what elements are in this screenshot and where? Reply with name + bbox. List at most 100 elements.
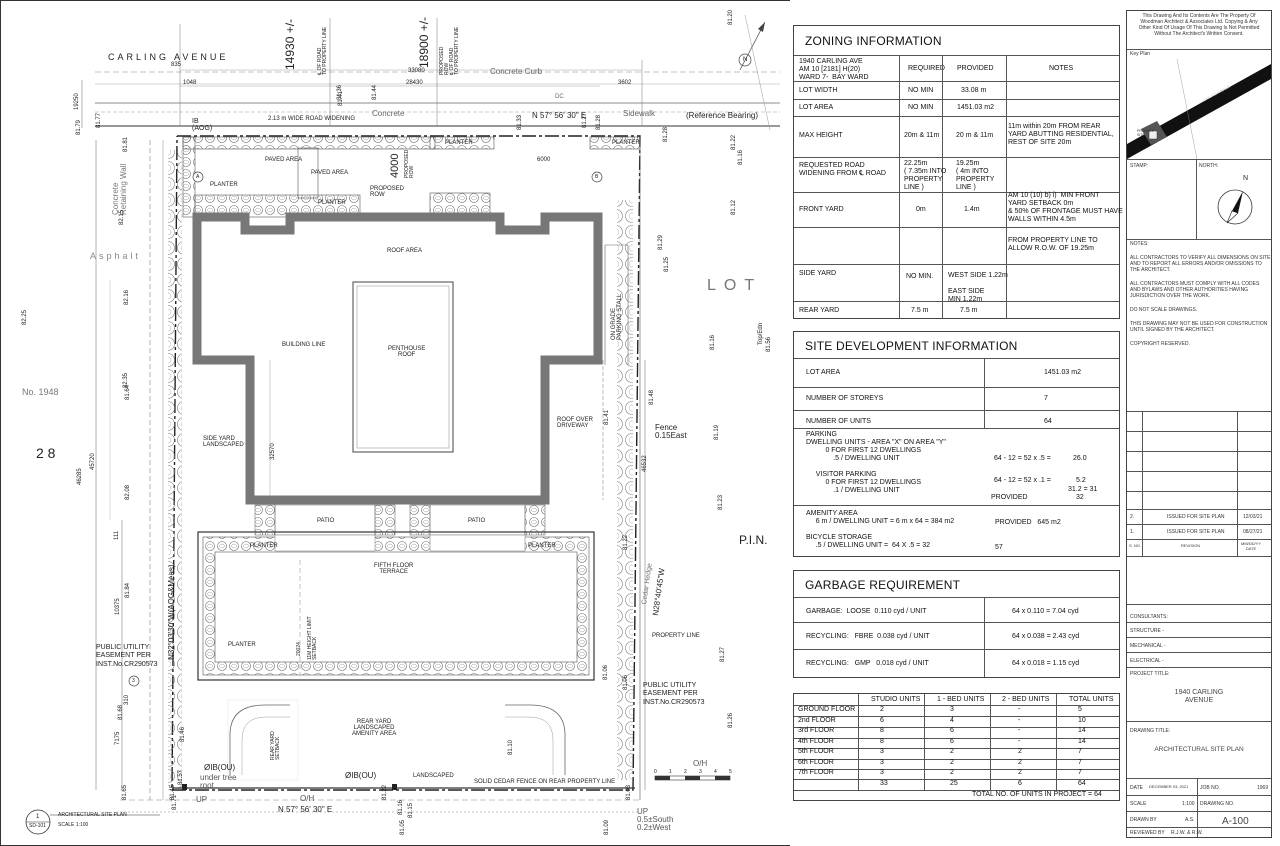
key-plan-label: Key Plan — [1130, 51, 1151, 57]
units-row-value: 2 — [1018, 758, 1022, 766]
elev-marker: 81.29 — [658, 234, 664, 250]
elev-marker: 81.79 — [76, 119, 82, 135]
revision-no: 2. — [1130, 514, 1135, 520]
dim-310: 310 — [124, 694, 130, 705]
elev-marker: 81.09 — [604, 819, 610, 835]
site-dev-units-label: NUMBER OF UNITS — [806, 418, 871, 425]
site-development-table: SITE DEVELOPMENT INFORMATION LOT AREA 14… — [793, 331, 1120, 557]
elev-marker: 81.25 — [664, 256, 670, 272]
garbage-row-label: RECYCLING: GMP 0.018 cyd / UNIT — [806, 660, 929, 667]
units-row-floor: 3rd FLOOR — [798, 727, 835, 734]
site-dev-parking-provided: 32 — [1076, 494, 1084, 501]
units-row-value: 3 — [880, 748, 884, 755]
units-row-floor: 6th FLOOR — [798, 758, 834, 766]
site-dev-bicycle-label: BICYCLE STORAGE .5 / DWELLING UNIT = 64 … — [806, 534, 930, 550]
no-1948-label: No. 1948 — [22, 387, 59, 397]
patio-left: PATIO — [317, 518, 335, 524]
rev-header-revision: REVISION — [1181, 543, 1201, 548]
units-row-value: 4 — [950, 716, 954, 724]
reference-bearing: (Reference Bearing) — [686, 111, 759, 120]
garbage-row-calc: 64 x 0.018 = 1.15 cyd — [1012, 660, 1080, 667]
garbage-row-calc: 64 x 0.110 = 7.04 cyd — [1012, 608, 1079, 615]
dim-4000: 4000 — [389, 153, 401, 178]
elev-marker: 81.19 — [714, 424, 720, 440]
elev-marker: 82.15 — [119, 209, 125, 225]
elev-marker: 81.28 — [663, 126, 669, 142]
elev-marker: 81.27 — [720, 646, 726, 662]
date-label: DATE — [1130, 785, 1143, 791]
garbage-row-calc: 64 x 0.038 = 2.43 cyd — [1012, 633, 1080, 640]
elev-marker: 81.41 — [604, 409, 610, 425]
elev-marker: 81.46 — [180, 726, 186, 742]
key-plan-map — [1127, 59, 1271, 159]
zoning-row-required: 22.25m ( 7.35m INTO PROPERTY LINE ) — [904, 160, 947, 192]
units-row-value: 8 — [880, 727, 884, 734]
elev-marker: 81.23 — [718, 494, 724, 510]
site-dev-lot-area-value: 1451.03 m2 — [1044, 369, 1081, 376]
revision-date: 12/03/21 — [1243, 514, 1263, 520]
planter-terrace-2: PLANTER — [528, 543, 556, 549]
dim-32570: 32570 — [270, 443, 276, 460]
electrical-label: ELECTRICAL - — [1130, 658, 1164, 664]
units-row-value: 3 — [880, 769, 884, 776]
elev-marker: 81.05 — [400, 819, 406, 835]
rear-yard-setback: REAR YARD SETBACK — [270, 731, 281, 760]
retaining-wall: Concrete Retaining Wall — [111, 163, 128, 215]
drawn-by-label: DRAWN BY — [1130, 817, 1157, 823]
rev-header-date: MM/DD/YY DATE — [1241, 541, 1261, 551]
reviewed-by-value: R.J.W. & R.W. — [1171, 830, 1203, 836]
planter-front-1: PLANTER — [445, 140, 473, 146]
elev-marker: 81.71 — [172, 794, 178, 810]
up-south: UP 0.5±South 0.2±West — [637, 807, 674, 832]
drawing-number: A-100 — [1222, 816, 1249, 827]
units-row-value: 10 — [1078, 716, 1086, 724]
units-row-value: 2 — [950, 758, 954, 766]
dim-45720: 45720 — [90, 453, 96, 470]
units-row-value: 33 — [880, 779, 888, 787]
units-row-value: 7 — [1078, 748, 1082, 755]
units-row-floor: GROUND FLOOR — [798, 706, 856, 713]
elev-marker: 81.41 — [338, 90, 344, 106]
zoning-row-provided: 1.4m — [964, 206, 980, 213]
elev-marker: 81.84 — [125, 582, 131, 598]
units-total-line: TOTAL NO. OF UNITS IN PROJECT = 64 — [972, 791, 1102, 798]
zoning-row-label: MAX HEIGHT — [799, 132, 843, 139]
drawing-title-label: DRAWING TITLE: — [1130, 728, 1171, 734]
asphalt-label: Asphalt — [90, 251, 142, 261]
site-dev-amenity-provided: PROVIDED 645 m2 — [995, 519, 1061, 526]
paved-area-1: PAVED AREA — [265, 157, 303, 163]
north-label: NORTH: — [1199, 163, 1219, 169]
rev-header-no: S. NO. — [1129, 543, 1142, 548]
on-grade-parking: ON GRADE PARKING STALL — [611, 293, 623, 340]
zoning-row-notes: FROM PROPERTY LINE TO ALLOW R.O.W. OF 19… — [1008, 237, 1098, 253]
elev-marker: 81.10 — [508, 739, 514, 755]
roof-over-driveway: ROOF OVER DRIVEWAY — [557, 417, 594, 429]
units-row-value: - — [1018, 727, 1021, 734]
note-item: DO NOT SCALE DRAWINGS. — [1130, 307, 1198, 313]
garbage-row-label: GARBAGE: LOOSE 0.110 cyd / UNIT — [806, 608, 927, 615]
elev-marker: 81.48 — [649, 389, 655, 405]
notes-title: NOTES: — [1130, 241, 1149, 247]
fence-label: Fence 0.15East — [655, 423, 687, 440]
dim-111: 111 — [114, 530, 120, 540]
units-row-value: 3 — [880, 758, 884, 766]
patio-right: PATIO — [468, 518, 486, 524]
planter-front-3: PLANTER — [210, 182, 238, 188]
units-row-value: 64 — [1078, 779, 1086, 787]
lot-28-label: 2 8 — [36, 445, 56, 461]
height-limit: 11M HEIGHT LIMIT SETBACK — [307, 616, 318, 660]
units-header: 1 - BED UNITS — [937, 696, 985, 703]
dim-46285: 46285 — [77, 468, 83, 485]
road-widening: 2.13 m WIDE ROAD WIDENING — [268, 116, 356, 122]
site-dev-parking-label: PARKING — [806, 431, 837, 438]
dim-18900-note: PROPOSED ROW ℄ OF ROAD TO PROPERTY LINE — [439, 26, 460, 75]
elev-marker: 81.26 — [728, 712, 734, 728]
topo-label: Top/Edn — [758, 322, 764, 345]
planter-terrace-1: PLANTER — [250, 543, 278, 549]
units-row-value: 25 — [950, 779, 958, 787]
note-item: COPYRIGHT RESERVED. — [1130, 341, 1190, 347]
elev-marker: 81.44 — [372, 84, 378, 100]
under-tree-root: under tree root — [200, 773, 237, 790]
planter-front-4: PLANTER — [318, 200, 346, 206]
